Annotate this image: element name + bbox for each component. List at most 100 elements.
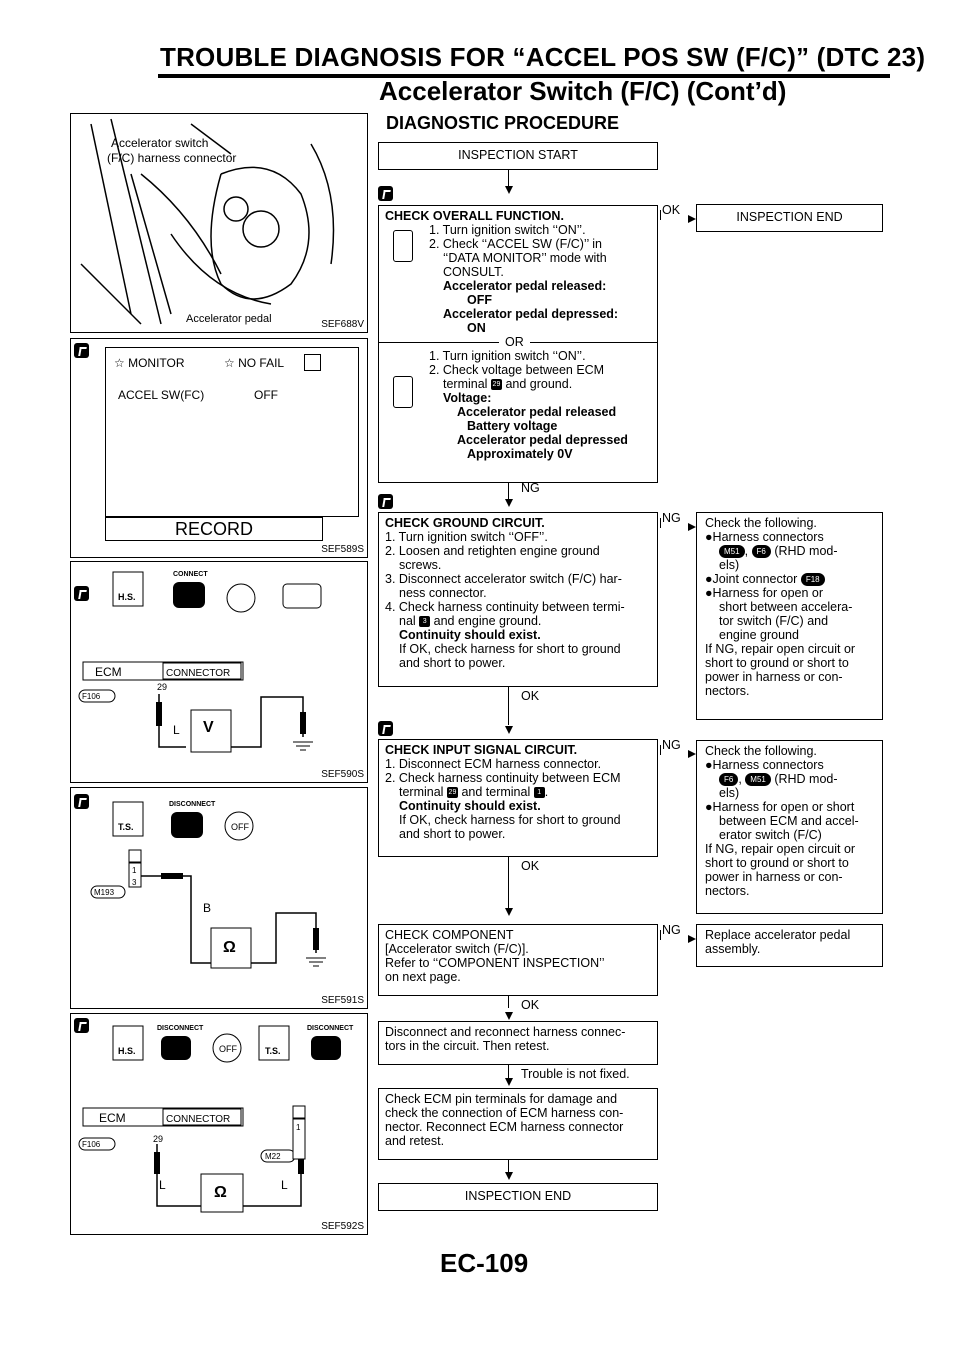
terminal-pin: 29	[490, 379, 502, 391]
step-text: 4. Check harness continuity between term…	[385, 600, 625, 614]
step-text: Disconnect and reconnect harness connec-	[385, 1025, 626, 1039]
step-text: and engine ground.	[433, 614, 542, 628]
step-text: on next page.	[385, 970, 461, 984]
side-text: If NG, repair open circuit or	[705, 842, 856, 857]
side-text: power in harness or con-	[705, 670, 843, 685]
figure-code: SEF589S	[321, 544, 364, 555]
side-text: (RHD mod-	[774, 772, 838, 786]
step-text: ness connector.	[399, 586, 487, 600]
step-text: If OK, check harness for short to ground	[399, 813, 621, 827]
figure-code: SEF590S	[321, 769, 364, 780]
step-a-marker	[378, 186, 393, 201]
flow-arrow	[688, 750, 696, 758]
step-text: Accelerator pedal depressed:	[443, 307, 619, 321]
flow-line	[660, 210, 661, 220]
step-text: 1. Disconnect ECM harness connector.	[385, 757, 602, 771]
connector-id: M22	[265, 1152, 281, 1161]
side-text: Check the following.	[705, 744, 817, 758]
step-a-marker	[74, 586, 89, 601]
step-text: 1. Turn ignition switch ‘‘ON’’.	[429, 223, 586, 237]
engine-bay-illustration: Accelerator switch (F/C) harness connect…	[80, 118, 335, 325]
page-number: EC-109	[440, 1248, 529, 1278]
ecm-label: ECM	[99, 1111, 126, 1125]
step-text: nector. Reconnect ECM harness connector	[385, 1120, 624, 1134]
step-text: 2. Check ‘‘ACCEL SW (F/C)’’ in	[429, 237, 602, 251]
ts-icon: T.S.	[265, 1046, 281, 1056]
step-c-marker	[378, 721, 393, 736]
side-text: ●Harness connectors	[705, 530, 824, 544]
side-text: (RHD mod-	[774, 544, 838, 558]
flow-line	[508, 687, 509, 725]
step-text: Check ECM pin terminals for damage and	[385, 1092, 618, 1106]
wire-color: L	[159, 1178, 166, 1192]
side-replace-pedal: Replace accelerator pedal assembly.	[696, 924, 883, 967]
step-text: Voltage:	[443, 391, 492, 405]
pin-1: 1	[132, 866, 137, 875]
disconnect-label: DISCONNECT	[169, 801, 216, 808]
side-text: els)	[719, 558, 740, 573]
label-accelerator-pedal: Accelerator pedal	[186, 313, 272, 325]
not-fixed-label: Trouble is not fixed.	[521, 1067, 630, 1081]
checkbox-icon	[304, 354, 321, 371]
step-text: tors in the circuit. Then retest.	[385, 1039, 550, 1053]
terminal-pin: 29	[446, 787, 458, 799]
step-text: nal	[399, 614, 416, 628]
flow-line	[508, 170, 509, 188]
step-text: and ground.	[505, 377, 573, 391]
step-text: Continuity should exist.	[399, 628, 541, 642]
step-check-ground-circuit: CHECK GROUND CIRCUIT. 1. Turn ignition s…	[378, 512, 658, 687]
flow-line	[660, 930, 661, 940]
ground-continuity-diagram: T.S. DISCONNECT OFF 1 3 M193 B Ω	[90, 801, 326, 969]
pin-3: 3	[132, 878, 137, 887]
wire-color: L	[173, 723, 180, 737]
step-text: and short to power.	[399, 827, 506, 841]
pin-29: 29	[153, 1134, 163, 1144]
figure-input-signal-continuity: H.S. DISCONNECT OFF T.S. DISCONNECT ECM …	[70, 1013, 368, 1235]
ok-label: OK	[521, 859, 540, 873]
off-label: OFF	[231, 822, 249, 832]
flow-line	[660, 745, 661, 755]
off-label: OFF	[219, 1044, 237, 1054]
step-text: ON	[467, 321, 486, 335]
hs-icon: H.S.	[118, 592, 136, 602]
flow-line	[660, 518, 661, 528]
flow-line	[508, 1160, 509, 1172]
ng-label: NG	[662, 738, 681, 752]
step-text: 1. Turn ignition switch ‘‘ON’’.	[429, 349, 586, 363]
side-text: erator switch (F/C)	[719, 828, 822, 843]
step-text: 2. Check voltage between ECM	[429, 363, 605, 377]
step-text: Continuity should exist.	[399, 799, 541, 813]
step-c-marker	[74, 1018, 89, 1033]
side-text: ●Harness for open or short	[705, 800, 855, 815]
side-check-ground: Check the following. ●Harness connectors…	[696, 512, 883, 720]
no-fail-label: ☆ NO FAIL	[224, 356, 285, 370]
disconnect-label: DISCONNECT	[157, 1025, 204, 1032]
or-separator: OR	[499, 335, 530, 349]
connector-id: F106	[82, 1140, 101, 1149]
step-text: ‘‘DATA MONITOR’’ mode with	[443, 251, 607, 265]
flow-arrow	[505, 726, 513, 734]
figure-code: SEF688V	[321, 319, 364, 330]
side-text: between ECM and accel-	[719, 814, 859, 829]
step-check-component: CHECK COMPONENT [Accelerator switch (F/C…	[378, 924, 658, 996]
record-button: RECORD	[105, 517, 323, 541]
ohmmeter-icon: Ω	[223, 939, 236, 956]
flow-arrow	[505, 1172, 513, 1180]
figure-consult-monitor: ☆ MONITOR ☆ NO FAIL ACCEL SW(FC) OFF REC…	[70, 338, 368, 558]
flow-arrow	[688, 935, 696, 943]
step-text: screws.	[399, 558, 442, 572]
connector-id: M51	[719, 545, 745, 559]
page-header-subtitle: Accelerator Switch (F/C) (Cont’d)	[379, 76, 787, 106]
step-text: Refer to ‘‘COMPONENT INSPECTION’’	[385, 956, 605, 970]
figure-ground-continuity: T.S. DISCONNECT OFF 1 3 M193 B Ω SEF591S	[70, 787, 368, 1009]
flow-arrow	[505, 908, 513, 916]
flow-line	[508, 1065, 509, 1079]
step-text: 2. Loosen and retighten engine ground	[385, 544, 600, 558]
flow-line	[508, 483, 509, 499]
step-text: OFF	[467, 293, 492, 307]
wire-color: B	[203, 901, 211, 915]
step-text: 1. Turn ignition switch ‘‘OFF’’.	[385, 530, 548, 544]
side-text: short to ground or short to	[705, 856, 849, 871]
terminal-pin: 1	[533, 787, 545, 799]
wire-color: L	[281, 1178, 288, 1192]
